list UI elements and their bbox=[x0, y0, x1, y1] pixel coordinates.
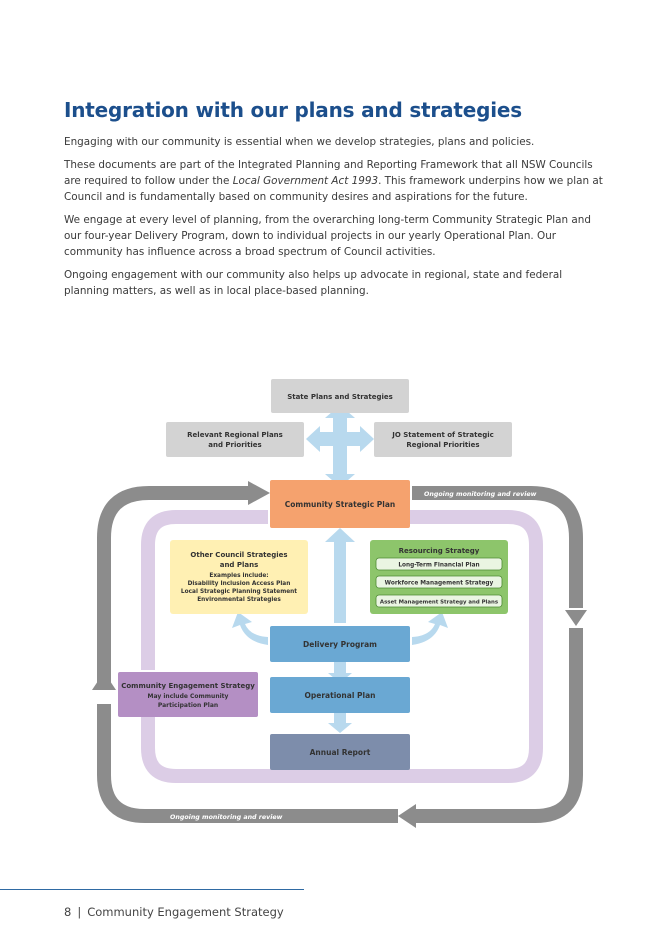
delivery-program-label: Delivery Program bbox=[303, 640, 377, 649]
monitoring-label-top: Ongoing monitoring and review bbox=[424, 490, 537, 498]
jo-statement-label-line1: JO Statement of Strategic bbox=[391, 431, 494, 439]
connector-arrows bbox=[232, 405, 448, 733]
ces-sub-line2: Participation Plan bbox=[158, 702, 218, 709]
footer-rule bbox=[0, 889, 304, 890]
delivery-program-box bbox=[270, 626, 410, 662]
annual-report-label: Annual Report bbox=[310, 748, 371, 757]
paragraph-2-end: . This framework underpins how we plan a… bbox=[64, 175, 603, 203]
community-strategic-plan-label: Community Strategic Plan bbox=[285, 500, 396, 509]
asset-pill bbox=[375, 594, 503, 608]
resourcing-strategy-title: Resourcing Strategy bbox=[399, 547, 480, 555]
footer-separator: | bbox=[77, 905, 82, 919]
community-engagement-strategy-box bbox=[118, 672, 258, 717]
page-number: 8 bbox=[64, 905, 72, 919]
state-plans-box bbox=[271, 379, 409, 413]
footer-title: Community Engagement Strategy bbox=[87, 905, 284, 919]
ltfp-label: Long-Term Financial Plan bbox=[398, 563, 479, 569]
other-strategies-title-line2: and Plans bbox=[220, 561, 259, 569]
other-strategies-item-2: Local Strategic Planning Statement bbox=[181, 589, 297, 595]
monitoring-label-bottom: Ongoing monitoring and review bbox=[170, 813, 283, 821]
jo-statement-label-line2: Regional Priorities bbox=[406, 441, 479, 449]
outer-loop-arrowheads bbox=[92, 481, 587, 828]
act-title: Local Government Act 1993 bbox=[232, 175, 379, 187]
other-strategies-box bbox=[170, 540, 308, 614]
state-plans-label: State Plans and Strategies bbox=[287, 393, 393, 401]
ces-title: Community Engagement Strategy bbox=[121, 682, 255, 690]
outer-monitoring-loop bbox=[97, 486, 583, 823]
ltfp-pill bbox=[375, 557, 503, 571]
operational-plan-box bbox=[270, 677, 410, 713]
other-strategies-item-3: Environmental Strategies bbox=[197, 597, 281, 603]
ipr-framework-diagram: State Plans and Strategies Relevant Regi… bbox=[92, 379, 587, 828]
page-footer: 8 | Community Engagement Strategy bbox=[64, 905, 284, 919]
ces-sub-line1: May include Community bbox=[148, 693, 229, 700]
paragraph-1: Engaging with our community is essential… bbox=[64, 136, 535, 148]
inner-engagement-loop bbox=[141, 510, 543, 783]
community-strategic-plan-box bbox=[270, 480, 410, 528]
paragraph-3: We engage at every level of planning, fr… bbox=[64, 214, 591, 258]
regional-plans-label-line2: and Priorities bbox=[208, 441, 261, 449]
body-text: Engaging with our community is essential… bbox=[64, 134, 609, 306]
regional-plans-box bbox=[166, 422, 304, 457]
paragraph-4: Ongoing engagement with our community al… bbox=[64, 269, 563, 297]
workforce-pill bbox=[375, 575, 503, 589]
regional-plans-label-line1: Relevant Regional Plans bbox=[187, 431, 283, 439]
page-heading: Integration with our plans and strategie… bbox=[64, 98, 522, 122]
workforce-label: Workforce Management Strategy bbox=[385, 581, 494, 587]
annual-report-box bbox=[270, 734, 410, 770]
other-strategies-item-1: Disability Inclusion Access Plan bbox=[188, 581, 291, 587]
jo-statement-box bbox=[374, 422, 512, 457]
asset-label: Asset Management Strategy and Plans bbox=[380, 600, 498, 606]
operational-plan-label: Operational Plan bbox=[305, 691, 376, 700]
paragraph-2-start: These documents are part of the Integrat… bbox=[64, 159, 593, 187]
paragraph-2: These documents are part of the Integrat… bbox=[64, 157, 609, 205]
other-strategies-title-line1: Other Council Strategies bbox=[190, 551, 287, 559]
other-strategies-sub: Examples include: bbox=[209, 573, 268, 579]
